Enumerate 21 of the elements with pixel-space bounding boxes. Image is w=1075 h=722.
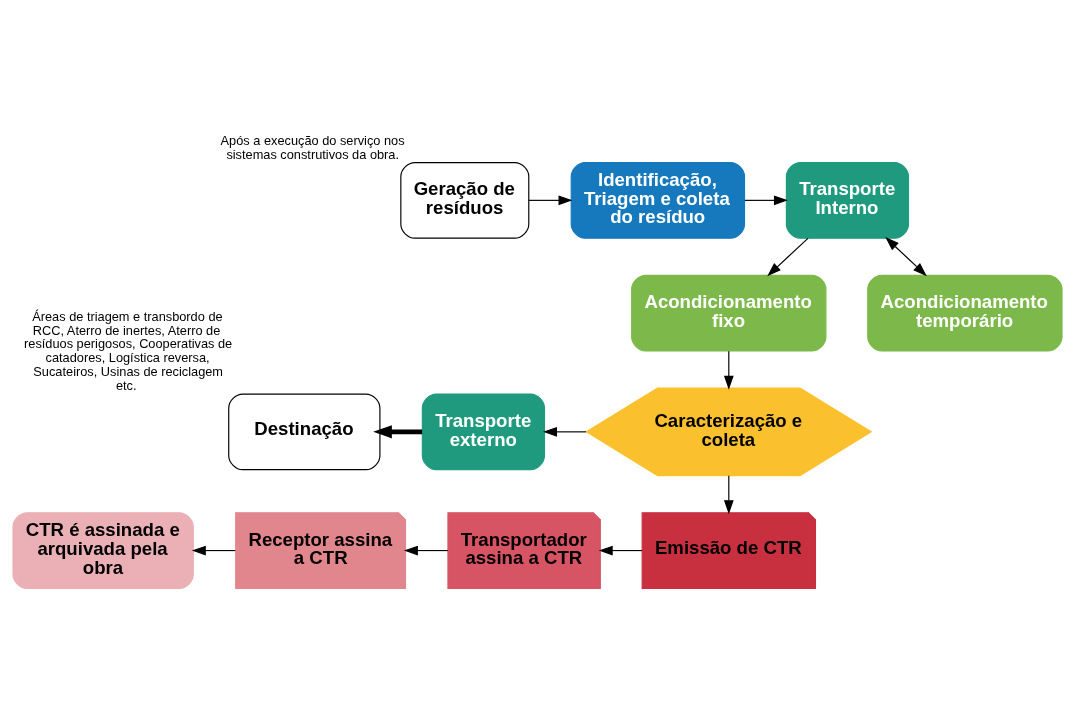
arrow [723,350,734,390]
arrow [191,545,236,555]
arrow [885,236,927,276]
arrow [598,545,643,555]
node-box: Transporte Interno [785,161,910,239]
arrow [528,194,573,205]
node-box: Geração de resíduos [400,161,530,239]
arrow [767,237,809,276]
node-box: Acondicionamento fixo [631,274,827,352]
node-box: Identificação, Triagem e coleta do resíduo [570,161,746,239]
node-label: Áreas de triagem e transbordo de RCC, Aterro de inertes, Aterro de resíduos perigosos, Cooperativas de catadores, Logística reversa, Sucateiros, Usinas de reciclagem etc. [24,308,233,393]
node-box: CTR é assinada e arquivada pela obra [12,511,194,589]
arrow [403,545,449,555]
arrow [723,474,734,514]
arrow [744,194,788,205]
node-box: Destinação [228,393,381,470]
arrow [543,426,587,437]
node-box: Transporte externo [421,393,546,470]
node-label: Após a execução do serviço nos sistemas construtivos da obra. [220,132,405,162]
arrow [373,424,423,438]
node-box: Acondicionamento temporário [867,274,1063,352]
